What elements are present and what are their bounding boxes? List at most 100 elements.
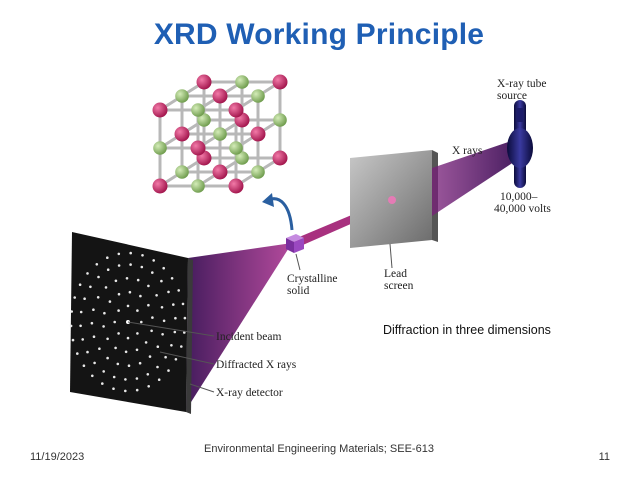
diffraction-spot bbox=[97, 296, 100, 299]
diffraction-spot bbox=[182, 303, 185, 306]
diffraction-spot bbox=[118, 253, 121, 256]
diffraction-spot bbox=[156, 366, 159, 369]
diffraction-spot bbox=[174, 317, 177, 320]
label-xrays: X rays bbox=[452, 145, 483, 157]
figure-caption: Diffraction in three dimensions bbox=[383, 323, 551, 337]
diffraction-spot bbox=[136, 309, 139, 312]
diffraction-spot bbox=[79, 325, 82, 328]
label-crystal-1: Crystalline bbox=[287, 273, 337, 285]
diffraction-spot bbox=[184, 317, 187, 320]
diffraction-spot bbox=[83, 364, 86, 367]
diffraction-spot bbox=[112, 387, 115, 390]
diffraction-spot bbox=[147, 285, 150, 288]
label-incident-beam: Incident beam bbox=[216, 331, 282, 343]
diffraction-spot bbox=[139, 362, 142, 365]
lattice-atom-red bbox=[251, 127, 266, 142]
diffraction-spot bbox=[147, 373, 150, 376]
label-crystal-2: solid bbox=[287, 285, 310, 297]
diffraction-spot bbox=[151, 316, 154, 319]
diffraction-spot bbox=[149, 355, 152, 358]
diffraction-spot bbox=[83, 297, 86, 300]
diffraction-spot bbox=[128, 364, 131, 367]
diffraction-spot bbox=[106, 256, 109, 259]
diffraction-spot bbox=[72, 339, 75, 342]
diffraction-spot bbox=[157, 345, 160, 348]
diffraction-spot bbox=[89, 286, 92, 289]
diffraction-spot bbox=[167, 291, 170, 294]
lattice-atom-green bbox=[251, 165, 265, 179]
diffraction-spot bbox=[107, 268, 110, 271]
diffraction-spot bbox=[137, 279, 140, 282]
lattice-atom-red bbox=[153, 179, 168, 194]
diffraction-spot bbox=[180, 345, 183, 348]
diffraction-spot bbox=[76, 352, 79, 355]
diffraction-spot bbox=[177, 289, 180, 292]
lattice-atom-green bbox=[229, 141, 243, 155]
diffraction-spot bbox=[139, 295, 142, 298]
diffraction-spot bbox=[127, 337, 130, 340]
diffraction-spot bbox=[151, 271, 154, 274]
lattice-atom-red bbox=[197, 75, 212, 90]
crystal-pointer bbox=[296, 254, 300, 270]
diffraction-spot bbox=[101, 382, 104, 385]
lattice-atom-green bbox=[191, 179, 205, 193]
diffraction-spot bbox=[141, 254, 144, 257]
diffraction-spot bbox=[93, 362, 96, 365]
label-xray-detector: X-ray detector bbox=[216, 387, 283, 399]
diffraction-spot bbox=[158, 378, 161, 381]
diffraction-spot bbox=[117, 363, 120, 366]
lattice-atom-green bbox=[175, 89, 189, 103]
diffraction-spot bbox=[97, 276, 100, 279]
lattice-atom-green bbox=[191, 103, 205, 117]
diffraction-spot bbox=[109, 300, 112, 303]
diffraction-spot bbox=[164, 356, 167, 359]
label-voltage-1: 10,000– bbox=[500, 191, 538, 203]
diffraction-spot bbox=[118, 264, 121, 267]
lattice-atom-green bbox=[235, 75, 249, 89]
diffraction-spot bbox=[163, 320, 166, 323]
diffraction-spot bbox=[98, 347, 101, 350]
diffraction-spot bbox=[73, 296, 76, 299]
diffraction-spot bbox=[96, 263, 99, 266]
diffraction-spot bbox=[155, 294, 158, 297]
diffraction-spot bbox=[136, 332, 139, 335]
lattice-atom-green bbox=[273, 113, 287, 127]
diffraction-spot bbox=[129, 291, 132, 294]
diffraction-spot bbox=[162, 267, 165, 270]
diffraction-spot bbox=[106, 338, 109, 341]
lattice-atom-red bbox=[229, 103, 244, 118]
diffraction-spot bbox=[106, 357, 109, 360]
crystalline-solid-cube bbox=[286, 234, 304, 253]
diffraction-spot bbox=[93, 335, 96, 338]
diffraction-spot bbox=[161, 333, 164, 336]
lattice-atom-red bbox=[273, 151, 288, 166]
diffraction-spot bbox=[86, 351, 89, 354]
diffraction-spot bbox=[113, 376, 116, 379]
footer-course: Environmental Engineering Materials; SEE… bbox=[0, 443, 638, 455]
diffraction-spot bbox=[167, 369, 170, 372]
diffraction-spot bbox=[102, 325, 105, 328]
diffraction-spot bbox=[126, 277, 129, 280]
label-lead-1: Lead bbox=[384, 268, 407, 280]
diffraction-spot bbox=[136, 389, 139, 392]
diffraction-spot bbox=[70, 325, 73, 328]
diffraction-spot bbox=[125, 351, 128, 354]
diffraction-spot bbox=[147, 304, 150, 307]
screen-pointer bbox=[390, 244, 392, 268]
diffraction-spot bbox=[79, 283, 82, 286]
crystal-lattice bbox=[153, 75, 288, 194]
lattice-atom-red bbox=[191, 141, 206, 156]
lattice-atom-red bbox=[229, 179, 244, 194]
lattice-atom-green bbox=[153, 141, 167, 155]
diffraction-spot bbox=[160, 280, 163, 283]
diffraction-spot bbox=[103, 312, 106, 315]
diffraction-spot bbox=[81, 338, 84, 341]
lattice-atom-green bbox=[175, 165, 189, 179]
label-lead-2: screen bbox=[384, 280, 414, 292]
diffraction-spot bbox=[141, 266, 144, 269]
diffraction-spot bbox=[124, 378, 127, 381]
diffraction-spot bbox=[161, 306, 164, 309]
beam-spot bbox=[388, 196, 396, 204]
diffraction-cone bbox=[186, 243, 292, 410]
